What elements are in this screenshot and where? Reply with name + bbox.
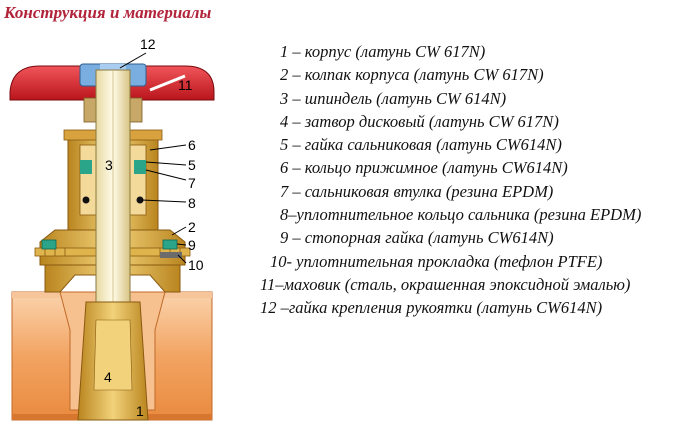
legend-item-12: 12 –гайка крепления рукоятки (латунь CW6… (260, 298, 603, 318)
label-2: 2 (188, 219, 196, 235)
leader-lines (119, 52, 187, 264)
label-11: 11 (178, 77, 193, 93)
legend-item-1: 1 – корпус (латунь CW 617N) (280, 42, 486, 61)
legend-item-2: 2 – колпак корпуса (латунь CW 617N) (280, 65, 544, 85)
label-4: 4 (104, 369, 112, 385)
label-12: 12 (140, 36, 156, 52)
label-5: 5 (188, 157, 196, 173)
label-8: 8 (188, 195, 196, 211)
legend-item-5: 5 – гайка сальниковая (латунь CW614N) (280, 135, 562, 155)
label-9: 9 (188, 237, 196, 253)
legend-item-10: 10- уплотнительная прокладка (тефлон PTF… (270, 251, 603, 271)
gate-disc (77, 301, 149, 421)
label-3: 3 (105, 157, 113, 173)
label-7: 7 (188, 175, 196, 191)
page-title: Конструкция и материалы (4, 3, 212, 22)
legend-item-7: 7 – сальниковая втулка (резина EPDM) (280, 181, 554, 201)
legend-item-6: 6 – кольцо прижимное (латунь CW614N) (280, 158, 568, 178)
legend-item-9: 9 – стопорная гайка (латунь CW614N) (280, 228, 554, 248)
label-6: 6 (188, 137, 196, 153)
legend-item-11: 11–маховик (сталь, окрашенная эпоксидной… (260, 274, 631, 294)
label-10: 10 (188, 257, 204, 273)
label-1: 1 (136, 403, 144, 419)
legend-item-3: 3 – шпиндель (латунь CW 614N) (280, 88, 507, 108)
stop-nut (162, 239, 178, 250)
parts-legend: 1 – корпус (латунь CW 617N) 2 – колпак к… (240, 40, 666, 320)
legend-item-8: 8–уплотнительное кольцо сальника (резина… (280, 205, 642, 225)
gasket (160, 252, 182, 258)
legend-item-4: 4 – затвор дисковый (латунь CW 617N) (280, 111, 559, 131)
gate-valve-diagram: 12 11 3 6 5 7 8 2 9 10 4 1 (9, 36, 215, 421)
